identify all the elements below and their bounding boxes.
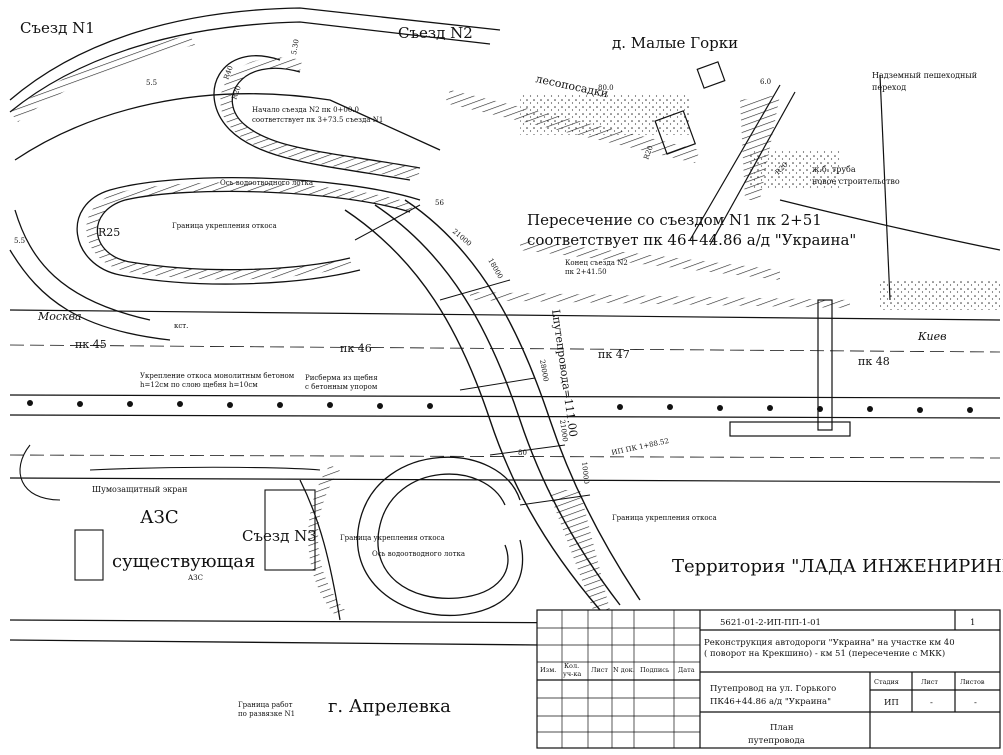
village-label: д. Малые Горки bbox=[612, 34, 738, 52]
territory-label: Территория "ЛАДА ИНЖЕНИРИНГ" bbox=[672, 556, 1003, 577]
kst-label: кст. bbox=[174, 322, 188, 330]
exit-loops bbox=[9, 7, 501, 341]
header-count: Кол. bbox=[564, 662, 579, 670]
plan-title-line2: путепровода bbox=[748, 736, 805, 746]
gas-station-label: АЗС bbox=[140, 507, 179, 528]
slope-border-right-label: Граница укрепления откоса bbox=[612, 514, 717, 522]
exit-n3-label: Съезд N3 bbox=[242, 527, 317, 545]
overpass bbox=[344, 199, 641, 611]
existing-label: существующая bbox=[112, 551, 255, 572]
sheet-header: Лист bbox=[921, 678, 938, 686]
sheet-number: 1 bbox=[970, 618, 975, 628]
gas-station-small-label: АЗС bbox=[188, 574, 203, 582]
plan-title-line1: План bbox=[770, 723, 794, 733]
dimension-80: 80 bbox=[518, 449, 527, 457]
title-block bbox=[536, 609, 1001, 749]
forest-area-east bbox=[880, 280, 1000, 310]
upper-right-roads bbox=[654, 61, 1001, 251]
drain-axis-top-label: Ось водоотводного лотка bbox=[220, 179, 313, 187]
header-doc-no: N док. bbox=[613, 666, 635, 674]
city-label: г. Апрелевка bbox=[328, 696, 451, 717]
picket-46-label: пк 46 bbox=[340, 342, 372, 355]
header-change: Изм. bbox=[540, 666, 556, 674]
object-line1: Путепровод на ул. Горького bbox=[710, 684, 836, 694]
header-signature: Подпись bbox=[640, 666, 670, 674]
picket-47-label: пк 47 bbox=[598, 348, 630, 361]
exit2-end-label-line2: пк 2+41.50 bbox=[565, 268, 607, 276]
exit2-end-label: Конец съезда N2 bbox=[565, 259, 628, 267]
footbridge-label-line2: переход bbox=[872, 83, 906, 92]
span-28000: 28000 bbox=[538, 359, 550, 382]
sheets-value: - bbox=[974, 698, 977, 708]
picket-45-label: пк 45 bbox=[75, 338, 107, 351]
radius-r25: R25 bbox=[98, 226, 120, 239]
doc-code: 5621-01-2-ИП-ПП-1-01 bbox=[720, 618, 821, 628]
project-title-line1: Реконструкция автодороги "Украина" на уч… bbox=[704, 638, 955, 648]
footbridge-label: Надземный пешеходный bbox=[872, 71, 977, 80]
forest-area-right bbox=[750, 150, 840, 190]
header-date: Дата bbox=[678, 666, 695, 674]
intersection-label-line2: соответствует пк 46+44.86 а/д "Украина" bbox=[527, 231, 856, 249]
slope-border-left-label: Граница укрепления откоса bbox=[172, 222, 277, 230]
header-sheet: Лист bbox=[591, 666, 608, 674]
pipe-label-line2: новое строительство bbox=[812, 177, 900, 186]
sheet-value: - bbox=[930, 698, 933, 708]
exit-n2-label: Съезд N2 bbox=[398, 24, 473, 42]
exit-n1-label: Съезд N1 bbox=[20, 19, 95, 37]
header-count-line2: уч-ка bbox=[563, 670, 581, 678]
direction-moscow-label: Москва bbox=[37, 310, 82, 323]
slope-concrete-label-line2: h=12см по слою щебня h=10см bbox=[140, 381, 258, 389]
stage-header: Стадия bbox=[874, 678, 899, 686]
noise-screen-label: Шумозащитный экран bbox=[92, 485, 187, 494]
intersection-label-line1: Пересечение со съездом N1 пк 2+51 bbox=[527, 211, 822, 229]
slope-border-center-label: Граница укрепления откоса bbox=[340, 534, 445, 542]
dimension-80-0: 80.0 bbox=[598, 84, 614, 92]
pipe-label: ж.б. труба bbox=[812, 165, 856, 174]
main-road bbox=[9, 309, 1001, 483]
picket-48-label: пк 48 bbox=[858, 355, 890, 368]
forest-belt-area bbox=[520, 95, 690, 135]
dimension-5-5-a: 5.5 bbox=[146, 79, 157, 87]
span-10000: 10000 bbox=[580, 461, 590, 484]
dimension-5-30: 5.30 bbox=[290, 39, 301, 56]
direction-kiev-label: Киев bbox=[917, 330, 947, 343]
exit2-start-label: Начало съезда N2 пк 0+00.0 bbox=[252, 106, 359, 114]
rubble-label: Рисберма из щебня bbox=[305, 374, 378, 382]
slope-concrete-label: Укрепление откоса монолитным бетоном bbox=[140, 372, 295, 380]
rubble-label-line2: с бетонным упором bbox=[305, 383, 378, 391]
sheets-header: Листов bbox=[960, 678, 985, 686]
noise-screen bbox=[19, 444, 321, 581]
object-line2: ПК46+44.86 а/д "Украина" bbox=[710, 697, 831, 707]
footbridge-structure bbox=[729, 74, 891, 437]
stage-value: ИП bbox=[884, 698, 899, 708]
dimension-6-0: 6.0 bbox=[760, 78, 771, 86]
span-21000-b: 21000 bbox=[558, 419, 569, 442]
dimension-56: 56 bbox=[435, 199, 444, 207]
lamp-posts bbox=[27, 400, 973, 413]
dimension-5-5-b: 5.5 bbox=[14, 237, 25, 245]
drain-axis-center-label: Ось водоотводного лотка bbox=[372, 550, 465, 558]
project-title-line2: ( поворот на Крекшино) - км 51 (пересече… bbox=[704, 648, 945, 659]
work-border-label: Граница работ bbox=[238, 701, 293, 709]
exit2-start-label-line2: соответствует пк 3+73.5 съезда N1 bbox=[252, 116, 383, 124]
work-border-label-line2: по развязке N1 bbox=[238, 710, 295, 718]
